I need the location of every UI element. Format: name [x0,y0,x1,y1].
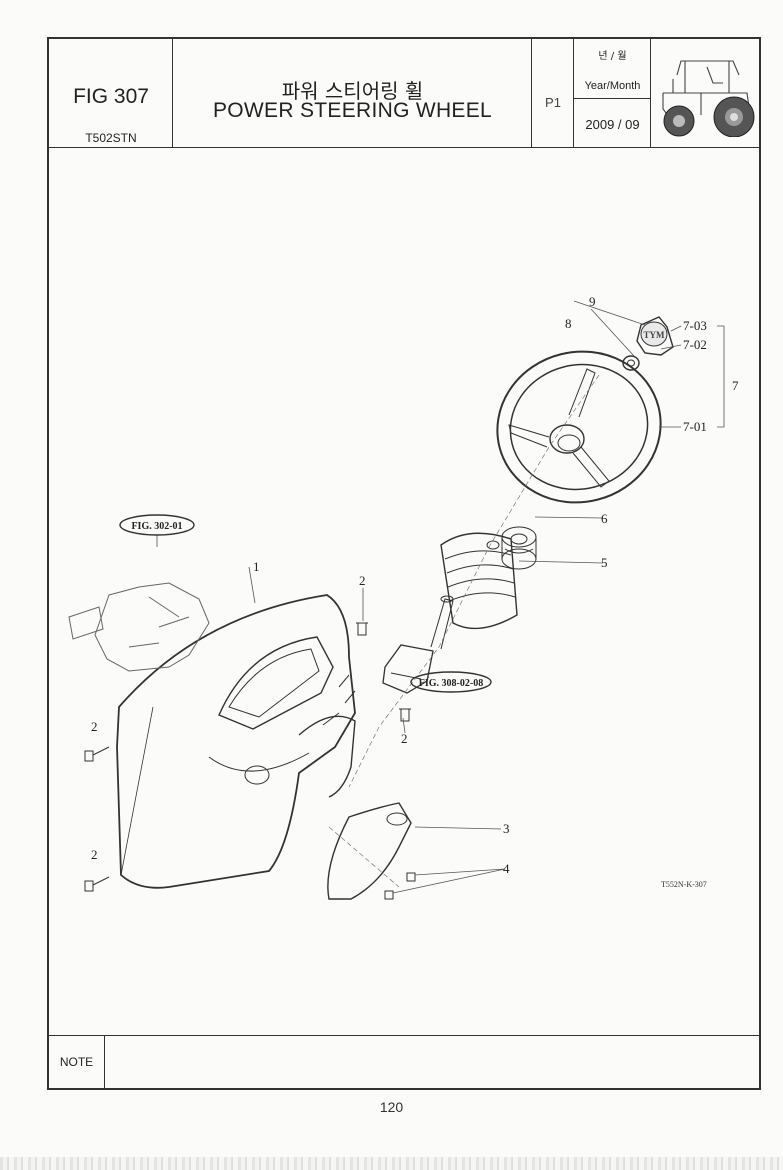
callout-7-01: 7-01 [683,419,707,434]
bolt-2-left-lower [84,876,110,892]
title-cell: 파워 스티어링 휠 POWER STEERING WHEEL [173,39,532,147]
fig-ref-oval-left [119,514,195,536]
callout-8: 8 [565,316,572,331]
date-cell: 년 / 월 Year/Month 2009 / 09 [574,39,651,147]
title-block: FIG 307 T502STN 파워 스티어링 휠 POWER STEERING… [49,39,759,148]
cap-logo: TYM [644,330,666,340]
callout-7: 7 [732,378,739,393]
fig-ref-oval-right [410,671,492,693]
leader-lines [156,300,725,894]
bolt-4-lower [384,890,394,900]
wheel-nut [622,355,640,371]
callout-7-03: 7-03 [683,318,707,333]
callout-1: 1 [253,559,260,574]
note-row: NOTE [49,1035,759,1089]
exploded-view: TYM 9 8 7-03 7-02 7 7-01 6 5 1 2 2 2 2 3… [68,294,739,900]
date-label-korean: 년 / 월 [598,51,627,62]
wheel-adapter [501,526,537,570]
lower-cover [327,802,412,900]
callout-2-upper: 2 [359,573,366,588]
date-value: 2009 / 09 [585,117,640,132]
callout-2-left-upper: 2 [91,719,98,734]
wheel-nut-hole [627,359,635,367]
parts-drawing: TYM 9 8 7-03 7-02 7 7-01 6 5 1 2 2 2 2 3… [49,147,759,1037]
date-label: Year/Month [584,80,641,92]
fig-ref-right: FIG. 308-02-08 [419,678,483,689]
callout-4: 4 [503,861,510,876]
parts-sheet: FIG 307 T502STN 파워 스티어링 휠 POWER STEERING… [47,37,761,1090]
tractor-icon [662,60,755,137]
bolt-2-left-upper [84,746,110,762]
callout-7-02: 7-02 [683,337,707,352]
bellows-boot [440,532,518,630]
drawing-code: T552N-K-307 [661,880,707,889]
date-divider [574,98,651,99]
mount-bracket [68,582,210,672]
callout-3: 3 [503,821,510,836]
steering-wheel [496,350,662,504]
logo-cell [651,39,759,147]
callout-6: 6 [601,511,608,526]
dashboard-panel [116,594,356,889]
bolt-2-upper [356,622,368,636]
fig-ref-left: FIG. 302-01 [131,521,182,532]
center-lines [328,374,600,888]
bolt-2-right [399,708,411,722]
page-ref: P1 [545,95,561,110]
callout-2-right: 2 [401,731,408,746]
page-number: 120 [379,1099,404,1115]
wheel-cap [636,316,674,356]
callout-5: 5 [601,555,608,570]
steering-column [382,595,454,694]
callout-2-left-lower: 2 [91,847,98,862]
fig-number: FIG 307 [73,85,149,108]
model-code: T502STN [85,131,137,145]
note-label: NOTE [49,1036,105,1089]
title-korean: 파워 스티어링 휠 [281,79,424,103]
fig-cell: FIG 307 T502STN [49,39,173,147]
title-english: POWER STEERING WHEEL [212,99,493,122]
page-ref-cell: P1 [532,39,574,147]
callout-9: 9 [589,294,596,309]
scan-artifact [0,1157,783,1170]
bolt-4-upper [406,872,416,882]
